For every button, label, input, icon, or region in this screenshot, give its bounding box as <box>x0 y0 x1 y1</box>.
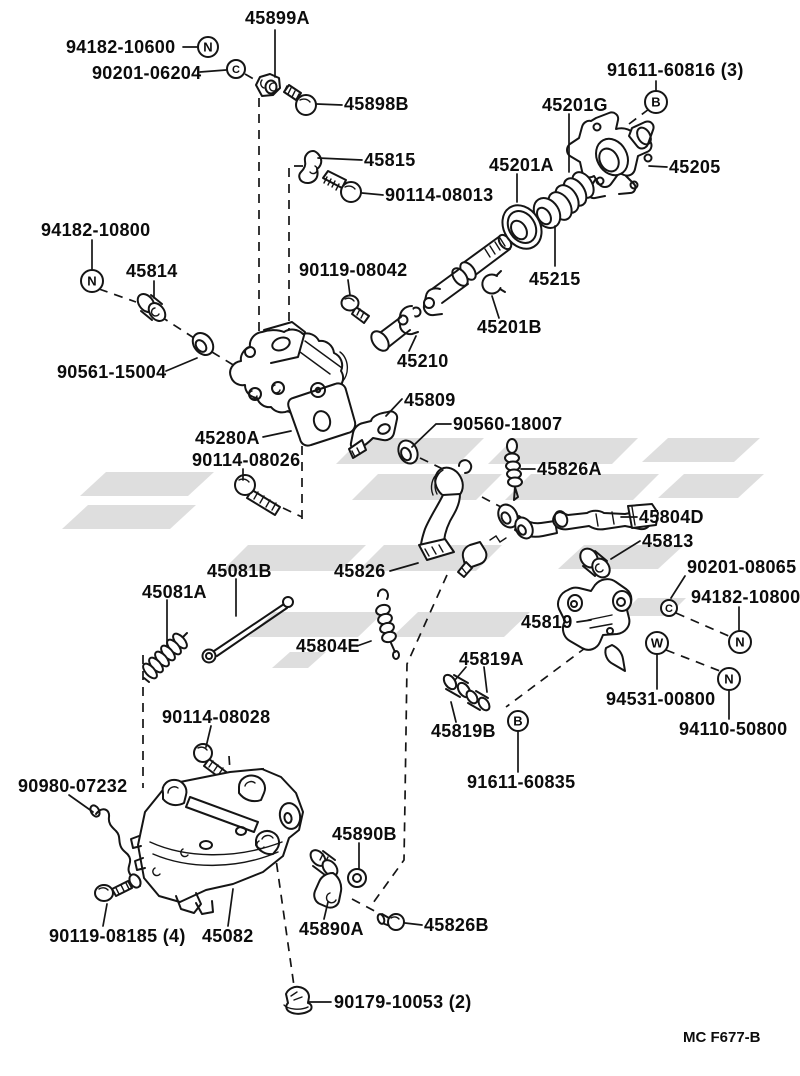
part-label-45205: 45205 <box>669 157 721 177</box>
pin-45819B <box>465 689 491 712</box>
part-label-45809: 45809 <box>404 390 456 410</box>
idler-arm-45826 <box>418 459 558 578</box>
part-label-45899A: 45899A <box>245 8 310 28</box>
lever-45809 <box>348 410 399 459</box>
part-label-45826: 45826 <box>334 561 386 581</box>
part-label-45819: 45819 <box>521 612 573 632</box>
svg-text:N: N <box>735 635 744 650</box>
spring-45826A <box>504 438 523 501</box>
part-label-90201-08065: 90201-08065 <box>687 557 796 577</box>
marker-nut-N-top: N <box>197 36 219 58</box>
svg-text:W: W <box>651 636 664 651</box>
svg-text:C: C <box>232 64 240 76</box>
svg-text:N: N <box>203 40 212 55</box>
part-label-45280A: 45280A <box>195 428 260 448</box>
part-label-45815: 45815 <box>364 150 416 170</box>
part-label-45813: 45813 <box>642 531 694 551</box>
marker-bolt-B-topright: B <box>644 90 668 114</box>
nut-45899A <box>255 73 281 97</box>
pin-45819A <box>442 673 472 699</box>
marker-nut-N-right-lower: N <box>717 667 741 691</box>
part-label-45814: 45814 <box>126 261 178 281</box>
part-label-45890B: 45890B <box>332 824 397 844</box>
part-label-45201B: 45201B <box>477 317 542 337</box>
part-label-45819A: 45819A <box>459 649 524 669</box>
part-label-90980-07232: 90980-07232 <box>18 776 127 796</box>
washer-90561-15004 <box>191 332 215 356</box>
housing-45280A <box>229 321 357 447</box>
part-label-45898B: 45898B <box>344 94 409 114</box>
part-label-90560-18007: 90560-18007 <box>453 414 562 434</box>
part-label-45804E: 45804E <box>296 636 360 656</box>
part-label-91611-60816: 91611-60816 (3) <box>607 60 744 80</box>
marker-washer-W: W <box>645 631 669 655</box>
bolt-45826B <box>376 913 405 931</box>
bolt-90114-08013 <box>322 170 362 203</box>
arm-45890A <box>309 849 343 909</box>
bolt-45898B <box>283 84 317 116</box>
part-label-90119-08042: 90119-08042 <box>299 260 407 280</box>
part-label-94182-10600: 94182-10600 <box>66 37 175 57</box>
part-label-45215: 45215 <box>529 269 581 289</box>
spring-45804E <box>375 588 400 660</box>
part-label-91611-60835: 91611-60835 <box>467 772 575 792</box>
figure-code: MC F677-B <box>683 1029 761 1046</box>
svg-text:B: B <box>513 714 522 729</box>
marker-nut-N-left: N <box>80 269 104 293</box>
part-label-94182-10800-left: 94182-10800 <box>41 220 150 240</box>
bracket-45819 <box>557 578 633 672</box>
snap-ring-45201B <box>481 270 506 295</box>
part-label-45081A: 45081A <box>142 582 207 602</box>
marker-clip-C-right: C <box>660 599 678 617</box>
part-label-45082: 45082 <box>202 926 254 946</box>
marker-clip-C-top: C <box>226 59 246 79</box>
part-label-45081B: 45081B <box>207 561 272 581</box>
rod-45081B <box>201 596 294 664</box>
part-label-90114-08026: 90114-08026 <box>192 450 300 470</box>
svg-text:C: C <box>665 603 673 615</box>
part-label-94182-10800-right: 94182-10800 <box>691 587 800 607</box>
part-label-45201A: 45201A <box>489 155 554 175</box>
part-label-94110-50800: 94110-50800 <box>679 719 787 739</box>
bearing-45201A <box>501 204 543 250</box>
screw-90119-08042 <box>340 294 370 324</box>
marker-bolt-B-bottom: B <box>507 710 529 732</box>
part-label-90179-10053: 90179-10053 (2) <box>334 992 472 1012</box>
bracket-45082 <box>130 768 304 915</box>
part-label-45804D: 45804D <box>639 507 704 527</box>
part-label-90114-08013: 90114-08013 <box>385 185 493 205</box>
svg-text:N: N <box>724 672 733 687</box>
shaft-45210 <box>370 233 513 352</box>
part-label-45210: 45210 <box>397 351 449 371</box>
part-label-90561-15004: 90561-15004 <box>57 362 166 382</box>
part-label-45819B: 45819B <box>431 721 496 741</box>
link-45804D <box>552 503 659 531</box>
bolt-90114-08026 <box>234 474 281 516</box>
ring-45890B <box>347 868 367 888</box>
part-label-90114-08028: 90114-08028 <box>162 707 270 727</box>
leader-lines <box>68 29 740 1003</box>
part-label-90201-06204: 90201-06204 <box>92 63 201 83</box>
bushing-45813 <box>579 547 611 579</box>
spring-45081A <box>142 632 188 683</box>
part-label-45826B: 45826B <box>424 915 489 935</box>
clip-45815 <box>298 150 323 185</box>
bushing-45814 <box>136 293 167 322</box>
nut-90179-10053 <box>283 985 313 1015</box>
bolt-90119-08185 <box>94 873 142 902</box>
part-label-45826A: 45826A <box>537 459 602 479</box>
part-label-45890A: 45890A <box>299 919 364 939</box>
svg-text:B: B <box>651 95 660 110</box>
marker-nut-N-right-upper: N <box>728 630 752 654</box>
part-label-45201G: 45201G <box>542 95 608 115</box>
part-label-94531-00800: 94531-00800 <box>606 689 715 709</box>
part-label-90119-08185: 90119-08185 (4) <box>49 926 186 946</box>
svg-text:N: N <box>87 274 96 289</box>
